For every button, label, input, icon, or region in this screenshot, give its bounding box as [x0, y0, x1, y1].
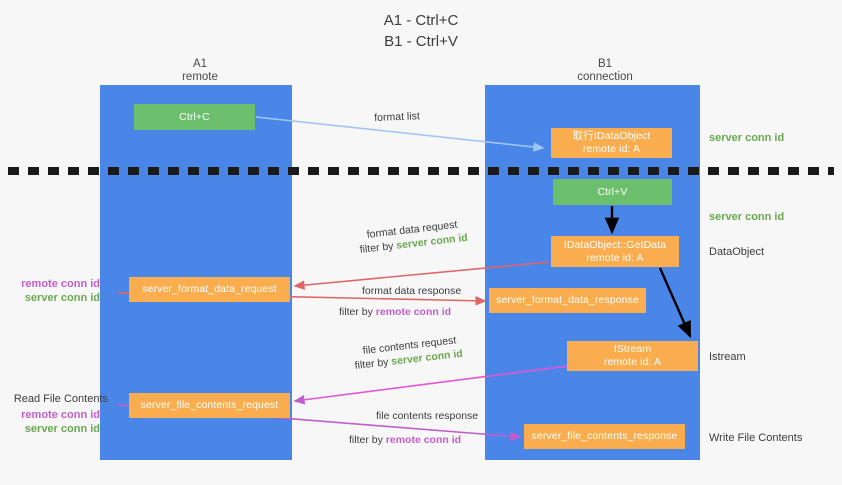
left-label-read-file-contents: Read File Contents — [13, 393, 108, 405]
filter-prefix: filter by — [349, 434, 386, 446]
box-idataobject[interactable]: 取行IDataObject remote id: A — [551, 128, 672, 158]
left-label-conn-ids-1: remote conn id server conn id — [8, 277, 100, 305]
box-ctrl-c[interactable]: Ctrl+C — [134, 104, 255, 130]
box-ctrl-v[interactable]: Ctrl+V — [553, 179, 672, 205]
box-istream[interactable]: IStream remote id: A — [567, 341, 698, 371]
label-format-data-response: format data response — [362, 285, 462, 297]
filter-value-remote-conn-id: remote conn id — [375, 306, 452, 318]
right-label-data-object: DataObject — [709, 246, 765, 258]
box-server-format-data-request[interactable]: server_format_data_request — [129, 277, 290, 302]
label-format-list: format list — [374, 110, 420, 124]
filter-prefix: filter by — [339, 306, 376, 318]
column-header-b1: B1 connection — [577, 58, 633, 83]
right-label-write-file-contents: Write File Contents — [709, 432, 803, 444]
label-file-contents-response: file contents response — [376, 410, 479, 422]
right-label-server-conn-id-top: server conn id — [709, 132, 785, 144]
right-label-istream: Istream — [709, 351, 746, 363]
box-server-file-contents-response[interactable]: server_file_contents_response — [524, 424, 685, 449]
column-header-a1: A1 remote — [182, 58, 218, 83]
left-label-conn-ids-2: remote conn id server conn id — [8, 408, 100, 436]
left-label-remote-conn-id-2: remote conn id — [21, 409, 100, 421]
left-label-remote-conn-id-1: remote conn id — [21, 278, 100, 290]
box-server-format-data-response[interactable]: server_format_data_response — [489, 288, 646, 313]
box-idataobject-getdata[interactable]: IDataObject::GetData remote id: A — [551, 236, 679, 267]
diagram-title: A1 - Ctrl+C B1 - Ctrl+V — [383, 12, 459, 50]
filter-prefix: filter by — [359, 239, 398, 256]
filter-value-remote-conn-id: remote conn id — [385, 434, 462, 446]
left-label-server-conn-id-1: server conn id — [24, 292, 100, 304]
label-format-data-response-filter: filter by remote conn id — [339, 305, 451, 319]
right-label-server-conn-id-mid: server conn id — [709, 211, 785, 223]
filter-prefix: filter by — [354, 355, 393, 372]
box-server-file-contents-request[interactable]: server_file_contents_request — [129, 393, 290, 418]
label-file-contents-response-filter: filter by remote conn id — [349, 433, 461, 447]
left-label-server-conn-id-2: server conn id — [24, 423, 100, 435]
